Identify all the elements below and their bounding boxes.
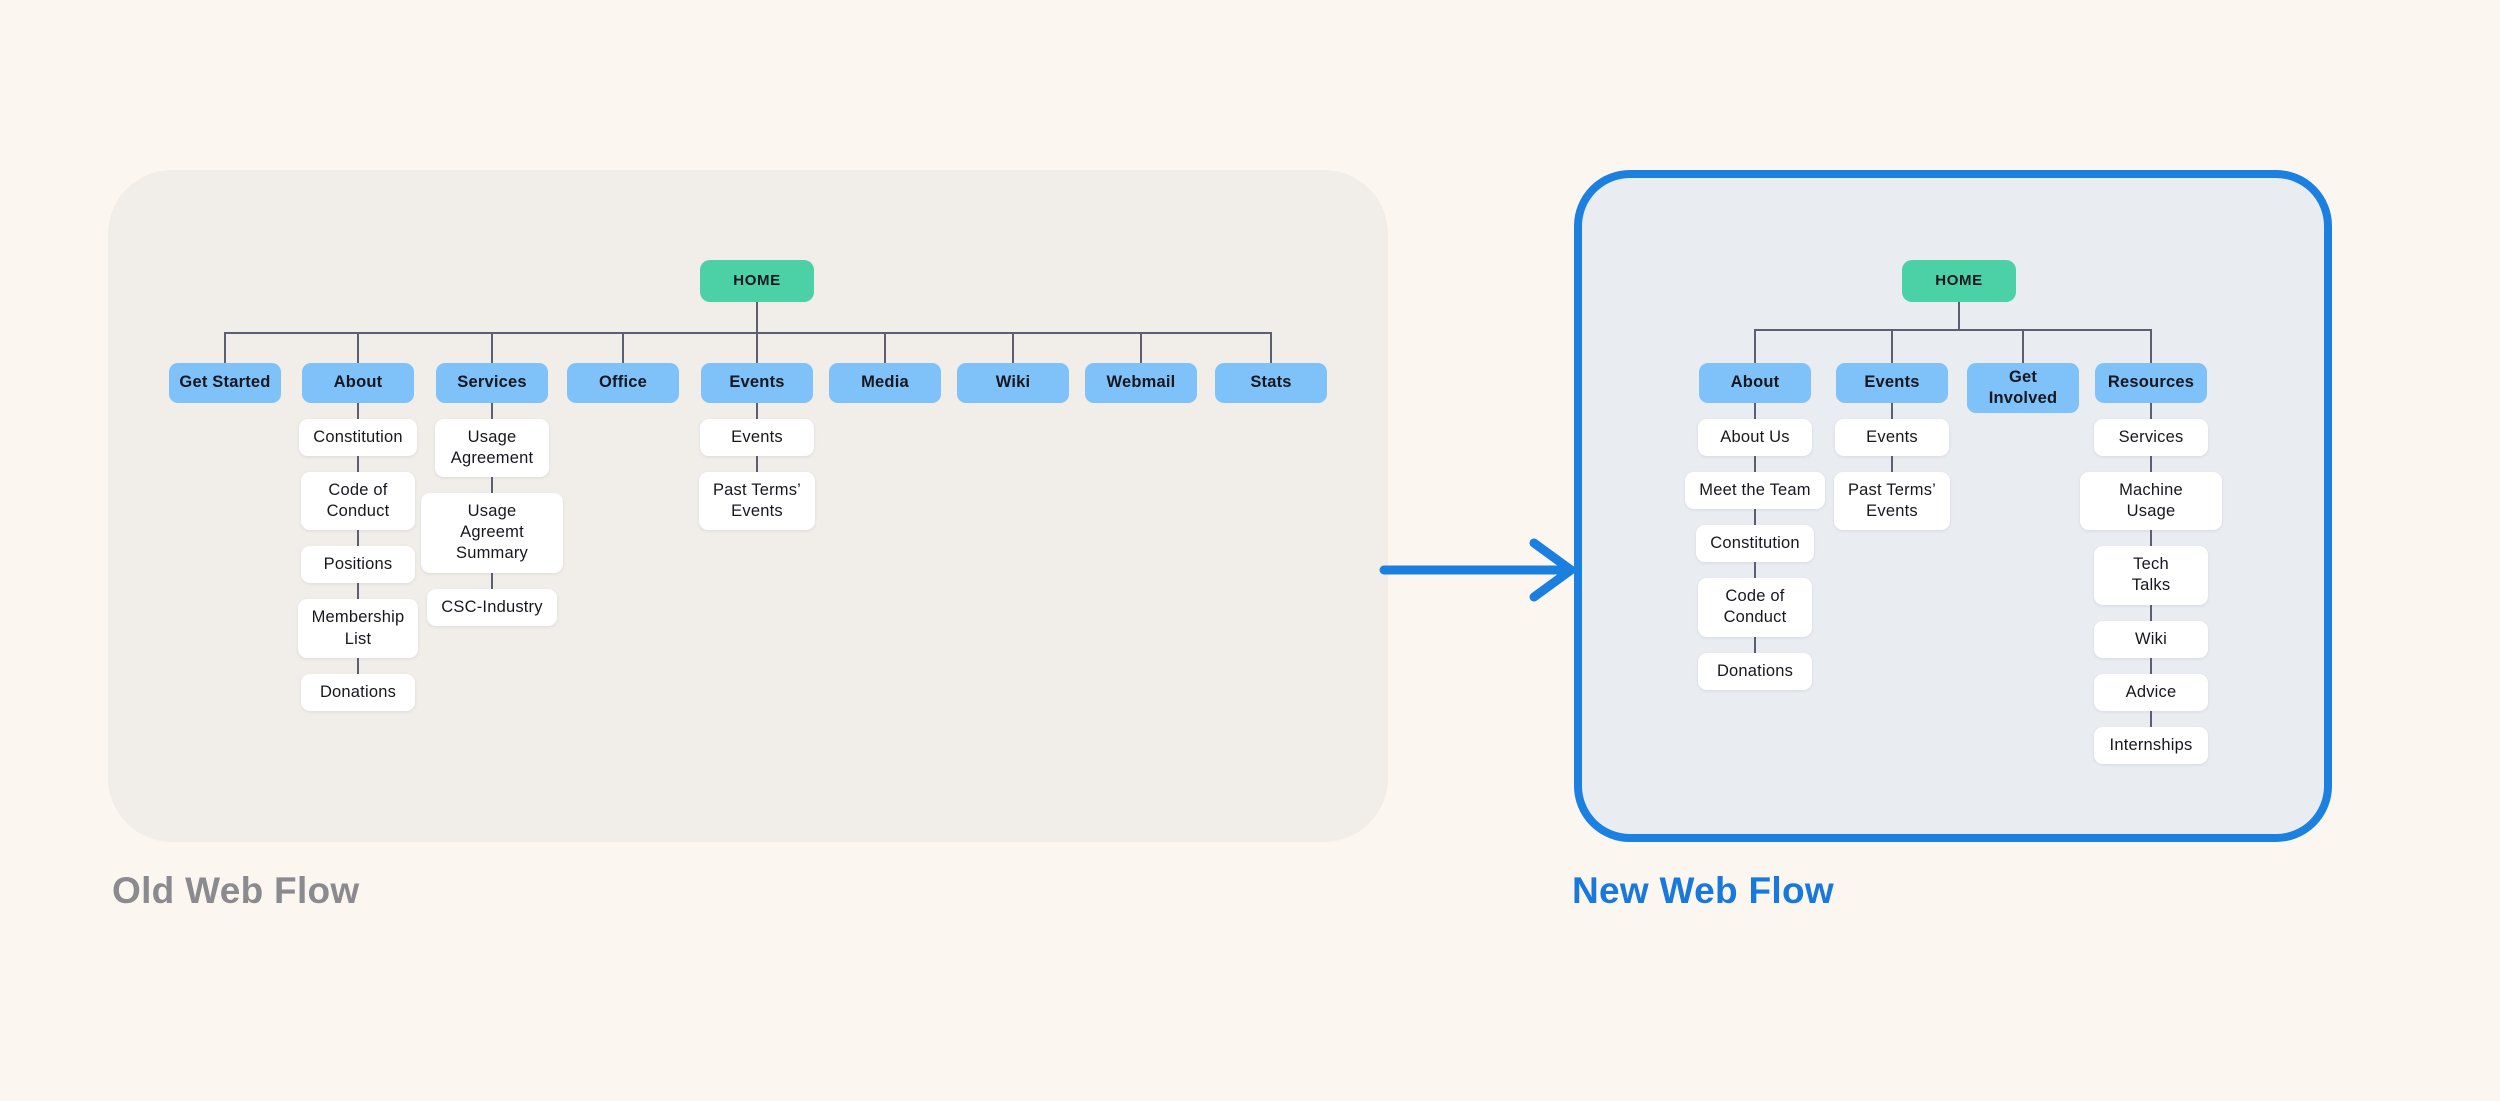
branch-connector [884,332,886,363]
page-node-internships: Internships [2094,726,2208,764]
section-node-events: Events [701,363,813,403]
new-flow-title: New Web Flow [1572,870,1834,911]
child-connector [1891,456,1893,473]
flow-column-media: Media [810,363,960,403]
flow-column-get-involved: Get Involved [1948,363,2098,414]
branch-connector [622,332,624,363]
page-node-positions: Positions [301,546,415,584]
page-node-code-of-conduct: Code of Conduct [1698,578,1812,637]
section-node-services: Services [436,363,548,403]
child-connector [756,403,758,419]
section-node-get-involved: Get Involved [1967,363,2079,414]
flow-column-wiki: Wiki [938,363,1088,403]
flow-column-stats: Stats [1196,363,1346,403]
old-to-new-arrow-icon [1379,538,1576,602]
section-node-resources: Resources [2095,363,2207,403]
page-node-machine-usage: Machine Usage [2080,472,2222,531]
old-flow-title: Old Web Flow [112,870,360,911]
section-node-wiki: Wiki [957,363,1069,403]
child-connector [2150,657,2152,674]
child-connector [357,456,359,473]
page-node-past-terms-events: Past Terms’ Events [1833,472,1951,531]
page-node-membership-list: Membership List [297,599,419,658]
branch-connector [2022,329,2024,363]
root-connector [1958,302,1960,329]
page-node-constitution: Constitution [299,419,417,457]
tree-horizontal-connector [1755,329,2151,331]
flow-column-office: Office [548,363,698,403]
page-node-events: Events [700,419,814,457]
branch-connector [2150,329,2152,363]
section-node-get-started: Get Started [169,363,281,403]
child-connector [1754,403,1756,419]
child-connector [491,477,493,494]
child-connector [2150,456,2152,473]
page-node-usage-agreement: Usage Agreement [435,419,549,478]
root-node-home: HOME [700,260,814,302]
branch-connector [756,332,758,363]
branch-connector [1754,329,1756,363]
page-node-code-of-conduct: Code of Conduct [301,472,415,531]
page-node-donations: Donations [1698,652,1812,690]
page-node-meet-the-team: Meet the Team [1685,472,1825,510]
section-node-media: Media [829,363,941,403]
child-connector [357,657,359,674]
child-connector [2150,604,2152,621]
child-connector [2150,530,2152,547]
section-node-office: Office [567,363,679,403]
root-connector [756,302,758,332]
section-node-webmail: Webmail [1085,363,1197,403]
flow-column-webmail: Webmail [1066,363,1216,403]
section-node-events: Events [1836,363,1948,403]
section-node-about: About [302,363,414,403]
page-node-donations: Donations [301,673,415,711]
child-connector [1754,456,1756,473]
child-connector [1754,509,1756,526]
child-connector [1754,636,1756,653]
page-node-about-us: About Us [1698,419,1812,457]
tree-horizontal-connector [225,332,1271,334]
page-node-constitution: Constitution [1696,525,1814,563]
branch-connector [1012,332,1014,363]
page-node-tech-talks: Tech Talks [2094,546,2208,605]
page-node-csc-industry: CSC-Industry [427,588,557,626]
child-connector [756,456,758,473]
page-node-wiki: Wiki [2094,620,2208,658]
page-node-services: Services [2094,419,2208,457]
child-connector [2150,403,2152,419]
child-connector [491,572,493,589]
child-connector [357,403,359,419]
branch-connector [1270,332,1272,363]
section-node-stats: Stats [1215,363,1327,403]
child-connector [1891,403,1893,419]
page-node-advice: Advice [2094,673,2208,711]
child-connector [1754,562,1756,579]
child-connector [357,583,359,600]
branch-connector [1140,332,1142,363]
flow-column-get-started: Get Started [150,363,300,403]
branch-connector [1891,329,1893,363]
branch-connector [491,332,493,363]
page-node-past-terms-events: Past Terms’ Events [698,472,816,531]
branch-connector [357,332,359,363]
page-node-events: Events [1835,419,1949,457]
child-connector [491,403,493,419]
branch-connector [224,332,226,363]
root-node-home: HOME [1902,260,2016,302]
child-connector [357,530,359,547]
page-node-usage-agreemt-summary: Usage Agreemt Summary [421,493,563,573]
child-connector [2150,710,2152,727]
section-node-about: About [1699,363,1811,403]
